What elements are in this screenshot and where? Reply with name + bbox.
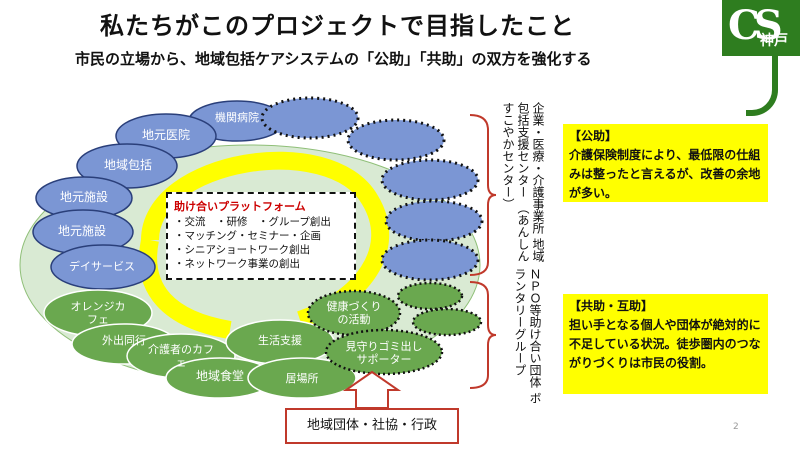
mutual-assistance-body: 担い手となる個人や団体が絶対的に不足している状況。徒歩圏内のつながりづくりは市民… [569, 318, 761, 370]
public-assistance-body: 介護保険制度により、最低限の仕組みは整ったと言えるが、改善の余地が多い。 [569, 148, 761, 200]
platform-line-1: ・交流 ・研修 ・グループ創出 [174, 216, 331, 228]
lower-organizations-label: ＮＰＯ等助け合い団体 ボランタリーグループ [513, 268, 542, 404]
green-ellipse-6 [247, 357, 357, 399]
public-assistance-heading: 【公助】 [569, 129, 618, 143]
logo-tail-shape [746, 52, 778, 116]
green-label-3: 介護者のカフェ [148, 343, 214, 369]
page-title: 私たちがこのプロジェクトで目指したこと [100, 12, 575, 40]
platform-line-3: ・シニアショートワーク創出 [174, 244, 311, 256]
mutual-assistance-heading: 【共助・互助】 [569, 299, 654, 313]
green-label-1: オレンジカフェ [70, 300, 126, 326]
platform-heading: 助け合いプラットフォーム [174, 200, 306, 213]
green-label-5: 生活支援 [258, 334, 302, 347]
green-dotted-ellipse-4 [324, 328, 444, 376]
page-subtitle: 市民の立場から、地域包括ケアシステムの「公助」「共助」の双方を強化する [75, 50, 592, 68]
mutual-aid-platform: 助け合いプラットフォーム ・交流 ・研修 ・グループ創出 ・マッチング・セミナー… [166, 192, 356, 280]
upper-organizations-label: 企業・医療・介護事業所 地域包括支援センター （あんしんすこやかセンター） [501, 102, 545, 262]
public-assistance-box: 【公助】 介護保険制度により、最低限の仕組みは整ったと言えるが、改善の余地が多い… [563, 124, 768, 202]
green-dotted-ellipse-2 [411, 307, 483, 337]
blue-label-3: 地域包括 [103, 158, 152, 172]
green-dotted-ellipse-1 [396, 281, 464, 311]
blue-label-4: 地元施設 [59, 190, 108, 204]
green-label-4: 地域食堂 [195, 369, 244, 383]
blue-label-5: 地元施設 [57, 224, 106, 238]
page-number: 2 [733, 422, 739, 432]
lower-bracket [469, 281, 497, 389]
blue-dotted-ellipse-3 [380, 158, 480, 202]
up-arrow [342, 370, 402, 409]
community-groups-box: 地域団体・社協・行政 [285, 408, 459, 444]
logo-letters: CS [728, 2, 783, 49]
upper-bracket [469, 114, 497, 276]
mutual-assistance-box: 【共助・互助】 担い手となる個人や団体が絶対的に不足している状況。徒歩圏内のつな… [563, 294, 768, 394]
blue-label-6: デイサービス [69, 260, 135, 273]
logo-city: 神戸 [760, 33, 788, 49]
green-label-2: 外出同行 [102, 334, 146, 347]
blue-dotted-ellipse-5 [380, 238, 480, 282]
green-label-6: 居場所 [285, 372, 319, 385]
blue-label-1: 機関病院 [215, 111, 259, 124]
blue-dotted-ellipse-2 [346, 118, 446, 162]
logo-background [722, 0, 800, 56]
blue-dotted-ellipse-1 [260, 96, 360, 140]
blue-dotted-ellipse-4 [384, 199, 484, 243]
blue-label-2: 地元医院 [141, 128, 190, 142]
platform-line-4: ・ネットワーク事業の創出 [174, 258, 300, 270]
green-dotted-ellipse-3 [306, 289, 402, 337]
circulation-arrow [141, 151, 390, 329]
green-label-7: 健康づくりの活動 [326, 300, 382, 326]
green-label-8: 見守りゴミ出しサポーター [345, 340, 423, 366]
cs-kobe-logo: CS 神戸 [722, 0, 800, 116]
blue-ellipse-6 [50, 244, 156, 290]
platform-line-2: ・マッチング・セミナー・企画 [174, 230, 321, 242]
